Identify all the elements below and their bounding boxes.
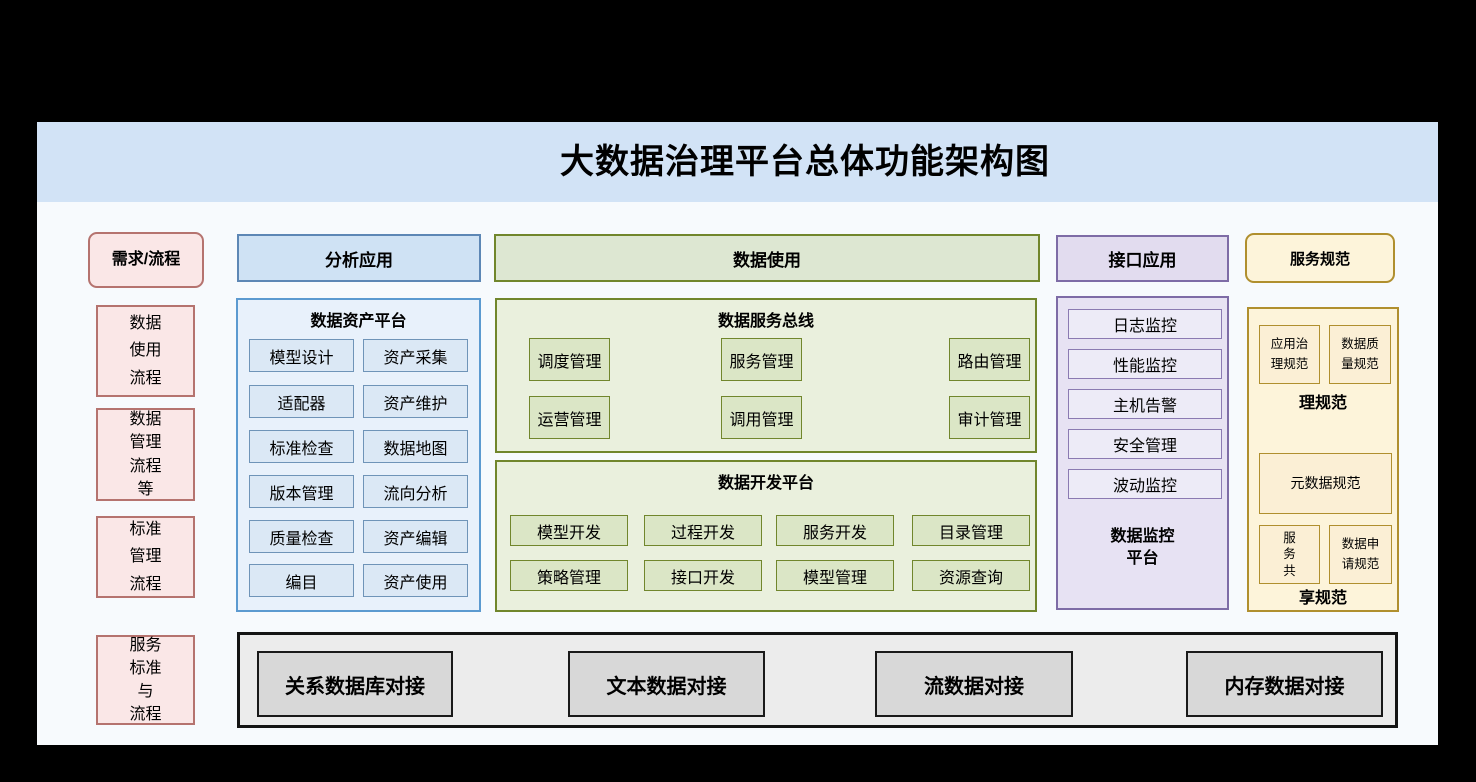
bus-item-schedule-mgmt: 调度管理 — [529, 338, 610, 381]
dev-item-interface-dev: 接口开发 — [644, 560, 762, 591]
bus-item-call-mgmt: 调用管理 — [721, 396, 802, 439]
spec-box-data-quality: 数据质 量规范 — [1329, 325, 1391, 384]
monitor-item-performance: 性能监控 — [1068, 349, 1222, 379]
spec-box-data-request: 数据申 请规范 — [1329, 525, 1392, 584]
dev-platform-title: 数据开发平台 — [717, 475, 814, 492]
asset-item-quality-check: 质量检查 — [249, 520, 354, 553]
monitor-item-security: 安全管理 — [1068, 429, 1222, 459]
dev-item-resource-query: 资源查询 — [912, 560, 1030, 591]
spec-box-metadata: 元数据规范 — [1259, 453, 1392, 514]
requirements-item-standard-mgmt-flow: 标准 管理 流程 — [96, 516, 195, 598]
dev-item-strategy-mgmt: 策略管理 — [510, 560, 628, 591]
bus-item-service-mgmt: 服务管理 — [721, 338, 802, 381]
bus-item-audit-mgmt: 审计管理 — [949, 396, 1030, 439]
requirements-header: 需求/流程 — [88, 232, 204, 288]
monitor-item-fluctuation: 波动监控 — [1068, 469, 1222, 499]
monitor-platform-caption: 数据监控 平台 — [1110, 528, 1175, 567]
data-usage-header: 数据使用 — [494, 234, 1040, 282]
integration-item-stream-data: 流数据对接 — [875, 651, 1073, 717]
asset-item-asset-edit: 资产编辑 — [363, 520, 468, 553]
dev-item-model-dev: 模型开发 — [510, 515, 628, 546]
page-title: 大数据治理平台总体功能架构图 — [560, 143, 1050, 181]
asset-item-asset-use: 资产使用 — [363, 564, 468, 597]
asset-platform-title: 数据资产平台 — [310, 313, 407, 330]
diagram-area: 大数据治理平台总体功能架构图 需求/流程 数据 使用 流程 数据 管理 流程 等… — [37, 122, 1438, 745]
spec-box-service-sharing: 服 务 共 — [1259, 525, 1320, 584]
asset-item-data-map: 数据地图 — [363, 430, 468, 463]
asset-item-catalog: 编目 — [249, 564, 354, 597]
asset-item-adapter: 适配器 — [249, 385, 354, 418]
asset-item-asset-maintain: 资产维护 — [363, 385, 468, 418]
spec-sharing-caption: 享规范 — [1298, 590, 1347, 607]
asset-item-version-mgmt: 版本管理 — [249, 475, 354, 508]
asset-item-model-design: 模型设计 — [249, 339, 354, 372]
monitor-item-log: 日志监控 — [1068, 309, 1222, 339]
asset-item-flow-analysis: 流向分析 — [363, 475, 468, 508]
dev-platform-panel: 数据开发平台 模型开发 过程开发 服务开发 目录管理 策略管理 接口开发 模型管… — [495, 460, 1037, 612]
dev-item-process-dev: 过程开发 — [644, 515, 762, 546]
requirements-item-data-mgmt-flow: 数据 管理 流程 等 — [96, 408, 195, 501]
analysis-header: 分析应用 — [237, 234, 481, 282]
integration-bar: 关系数据库对接 文本数据对接 流数据对接 内存数据对接 — [237, 632, 1398, 728]
service-spec-header: 服务规范 — [1245, 233, 1395, 283]
integration-item-relational-db: 关系数据库对接 — [257, 651, 453, 717]
service-spec-panel: 应用治 理规范 数据质 量规范 理规范 元数据规范 服 务 共 数据申 请规范 … — [1247, 307, 1399, 612]
spec-box-app-governance: 应用治 理规范 — [1259, 325, 1320, 384]
asset-platform-panel: 数据资产平台 模型设计 资产采集 适配器 资产维护 标准检查 数据地图 版本管理… — [236, 298, 481, 612]
requirements-item-data-usage-flow: 数据 使用 流程 — [96, 305, 195, 397]
dev-item-service-dev: 服务开发 — [776, 515, 894, 546]
monitor-panel: 日志监控 性能监控 主机告警 安全管理 波动监控 数据监控 平台 — [1056, 296, 1229, 610]
service-bus-panel: 数据服务总线 调度管理 服务管理 路由管理 运营管理 调用管理 审计管理 — [495, 298, 1037, 453]
dev-item-model-mgmt: 模型管理 — [776, 560, 894, 591]
asset-item-asset-collect: 资产采集 — [363, 339, 468, 372]
bus-item-route-mgmt: 路由管理 — [949, 338, 1030, 381]
bus-item-operation-mgmt: 运营管理 — [529, 396, 610, 439]
integration-item-memory-data: 内存数据对接 — [1186, 651, 1383, 717]
monitor-item-host-alarm: 主机告警 — [1068, 389, 1222, 419]
requirements-item-service-standard-flow: 服务 标准 与 流程 — [96, 635, 195, 725]
dev-item-catalog-mgmt: 目录管理 — [912, 515, 1030, 546]
integration-item-text-data: 文本数据对接 — [568, 651, 765, 717]
asset-item-standard-check: 标准检查 — [249, 430, 354, 463]
interface-header: 接口应用 — [1056, 235, 1229, 282]
spec-governance-caption: 理规范 — [1298, 395, 1347, 412]
title-banner: 大数据治理平台总体功能架构图 — [37, 122, 1438, 202]
service-bus-title: 数据服务总线 — [717, 313, 814, 330]
